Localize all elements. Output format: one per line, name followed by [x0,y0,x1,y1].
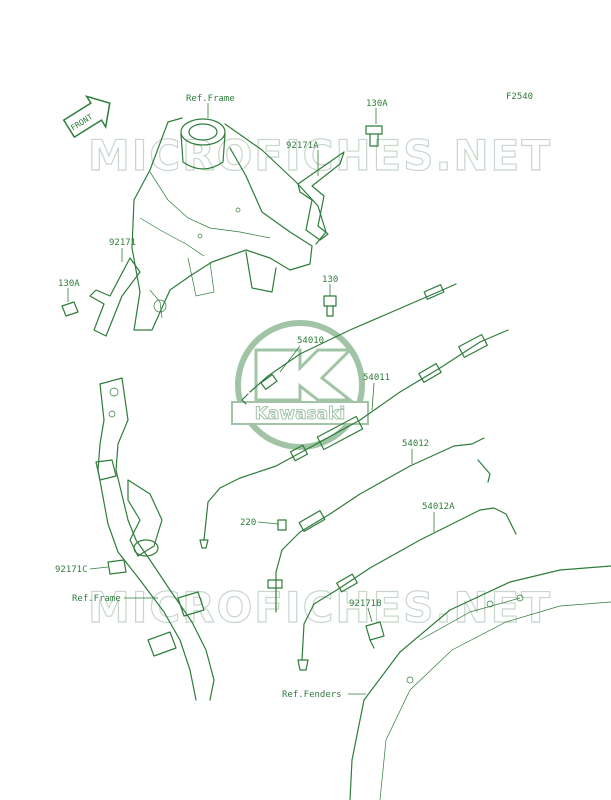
cable-54010 [241,283,457,405]
fitting-92171B [365,621,385,649]
front-arrow-icon: FRONT [62,95,111,139]
frame-lower [95,377,215,701]
label-54011: 54011 [363,373,390,383]
label-92171B: 92171B [349,599,382,609]
bolt-130A-top [365,125,383,147]
bolt-130 [323,295,337,317]
fender [349,565,611,800]
cable-54011 [199,329,509,549]
figure-code: F2540 [506,92,533,102]
watermark-top: MICROFICHES.NET [88,131,552,180]
label-92171A: 92171A [286,141,319,151]
label-ref-fenders: Ref.Fenders [282,690,342,700]
label-54012A: 54012A [422,502,455,512]
label-92171: 92171 [109,238,136,248]
label-130: 130 [322,275,338,285]
fitting-220 [277,519,287,531]
label-130A-top: 130A [366,99,388,109]
label-ref-frame-bottom: Ref.Frame [72,594,121,604]
cable-54012 [267,437,491,613]
label-220: 220 [240,518,256,528]
label-ref-frame-top: Ref.Frame [186,94,235,104]
label-54010: 54010 [297,336,324,346]
label-92171C: 92171C [55,565,88,575]
logo-text: Kawasaki [255,404,346,424]
label-130A-left: 130A [58,279,80,289]
watermark-bottom: MICROFICHES.NET [88,583,552,632]
bolt-130A-left [61,301,79,317]
cable-54012A [297,507,517,671]
bracket-92171A [297,151,345,241]
clamp-92171C [107,559,127,575]
frame-upper [131,117,327,331]
bracket-92171 [89,257,141,337]
label-54012: 54012 [402,439,429,449]
